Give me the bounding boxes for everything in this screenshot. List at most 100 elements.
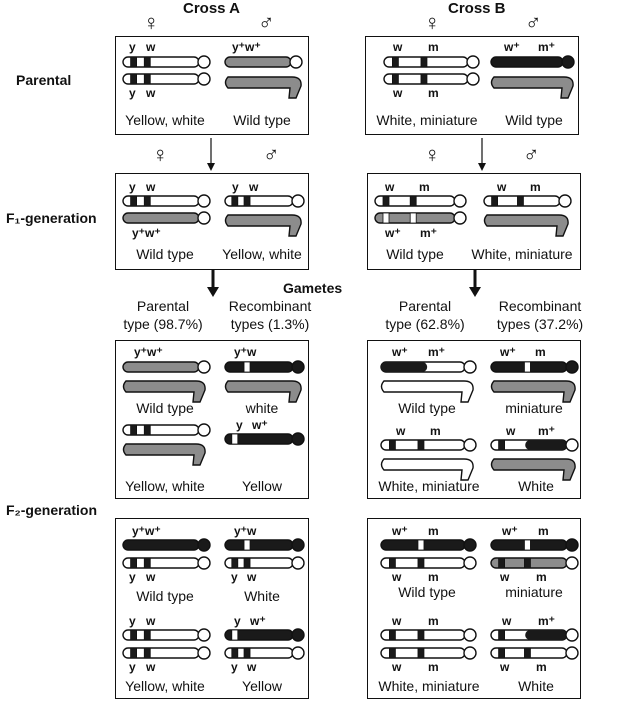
gametes-a-parental-header-2: type (98.7%) <box>123 316 203 332</box>
cross-a-title: Cross A <box>183 0 240 17</box>
y-chromosome <box>122 380 206 403</box>
gene-label: w <box>392 660 402 674</box>
gametes-box-b <box>367 340 581 499</box>
gene-label: m <box>530 180 541 194</box>
gene-label: y⁺w <box>234 524 257 538</box>
gene-label: m <box>536 660 547 674</box>
gene-label: w <box>146 86 156 100</box>
caption: Yellow, white <box>222 246 302 262</box>
x-chromosome <box>374 211 467 225</box>
row-label-parental: Parental <box>16 72 72 88</box>
gene-label: m <box>428 614 439 628</box>
caption: Yellow, white <box>125 478 205 494</box>
caption: Wild type <box>386 246 444 262</box>
caption: White <box>244 588 280 604</box>
female-symbol: ♀ <box>424 10 441 35</box>
gene-label: m⁺ <box>428 345 446 359</box>
gene-label: w⁺ <box>392 524 408 538</box>
x-chromosome <box>490 646 579 660</box>
gene-label: w <box>502 614 512 628</box>
row-label-gametes: Gametes <box>283 280 343 296</box>
gene-label: w <box>146 614 156 628</box>
male-symbol: ♂ <box>523 142 540 167</box>
arrow-f1-gametes-a <box>207 270 219 297</box>
gametes-b-parental-header-1: Parental <box>398 298 452 314</box>
caption: white <box>245 400 279 416</box>
gene-label: w <box>393 86 403 100</box>
caption: White <box>518 678 554 694</box>
x-chromosome <box>224 55 303 69</box>
gene-label: y <box>129 86 136 100</box>
x-chromosome <box>224 432 305 446</box>
arrow-f1-gametes-b <box>469 270 481 297</box>
caption: Yellow, white <box>125 678 205 694</box>
f2-box-a <box>115 518 309 699</box>
gametes-a-recomb-header-2: types (1.3%) <box>230 316 310 332</box>
y-chromosome <box>490 458 576 481</box>
f2-box-b <box>367 518 581 699</box>
x-chromosome <box>122 646 211 660</box>
caption: Wild type <box>136 400 194 416</box>
gene-label: m <box>419 180 430 194</box>
gene-label: w⁺ <box>500 345 516 359</box>
caption: Yellow <box>242 478 282 494</box>
x-chromosome <box>122 556 211 570</box>
caption: Wild type <box>398 584 456 600</box>
x-chromosome <box>224 628 305 642</box>
gene-label: w <box>392 614 402 628</box>
y-chromosome <box>483 214 569 237</box>
gene-label: w⁺ <box>252 418 268 432</box>
gene-label: w⁺ <box>392 345 408 359</box>
x-chromosome <box>122 538 211 552</box>
gene-label: w⁺ <box>385 226 401 240</box>
gametes-b-recomb-header-1: Recombinant <box>498 298 582 314</box>
x-chromosome <box>122 72 211 86</box>
x-chromosome <box>383 55 480 69</box>
x-chromosome <box>483 194 572 208</box>
gene-label: m <box>430 424 441 438</box>
caption: White, miniature <box>376 112 478 128</box>
gametes-box-a <box>115 340 309 499</box>
gene-label: m⁺ <box>538 614 556 628</box>
gene-label: y <box>236 418 243 432</box>
x-chromosome <box>122 628 211 642</box>
y-chromosome <box>380 380 474 403</box>
caption: Yellow, white <box>125 112 205 128</box>
gene-label: m⁺ <box>420 226 438 240</box>
gene-label: w <box>497 180 507 194</box>
gene-label: w <box>506 424 516 438</box>
x-chromosome <box>490 55 575 69</box>
gene-label: w⁺ <box>250 614 266 628</box>
x-chromosome <box>122 194 211 208</box>
gene-label: y <box>234 614 241 628</box>
x-chromosome <box>122 423 211 437</box>
f1-box-b <box>367 173 581 270</box>
caption: White, miniature <box>378 478 480 494</box>
gametes-b-parental-header-2: type (62.8%) <box>385 316 465 332</box>
x-chromosome <box>224 556 305 570</box>
x-chromosome <box>380 438 477 452</box>
male-symbol: ♂ <box>263 142 280 167</box>
caption: White, miniature <box>378 678 480 694</box>
x-chromosome <box>224 646 305 660</box>
gene-label: w⁺ <box>504 40 520 54</box>
x-chromosome <box>490 438 579 452</box>
gene-label: y⁺w⁺ <box>134 345 163 359</box>
gene-label: y⁺w <box>234 345 257 359</box>
x-chromosome <box>490 628 579 642</box>
caption: Wild type <box>136 588 194 604</box>
gene-label: w <box>146 180 156 194</box>
gene-label: y⁺w⁺ <box>232 40 261 54</box>
x-chromosome <box>224 194 305 208</box>
gene-label: m <box>536 570 547 584</box>
gene-label: y <box>232 180 239 194</box>
x-chromosome <box>380 556 477 570</box>
x-chromosome <box>224 538 305 552</box>
x-chromosome <box>380 628 477 642</box>
x-chromosome <box>490 556 579 570</box>
male-symbol: ♂ <box>525 10 542 35</box>
gene-label: w <box>392 570 402 584</box>
gene-label: m <box>535 345 546 359</box>
gene-label: w <box>146 570 156 584</box>
gene-label: y⁺w⁺ <box>132 226 161 240</box>
